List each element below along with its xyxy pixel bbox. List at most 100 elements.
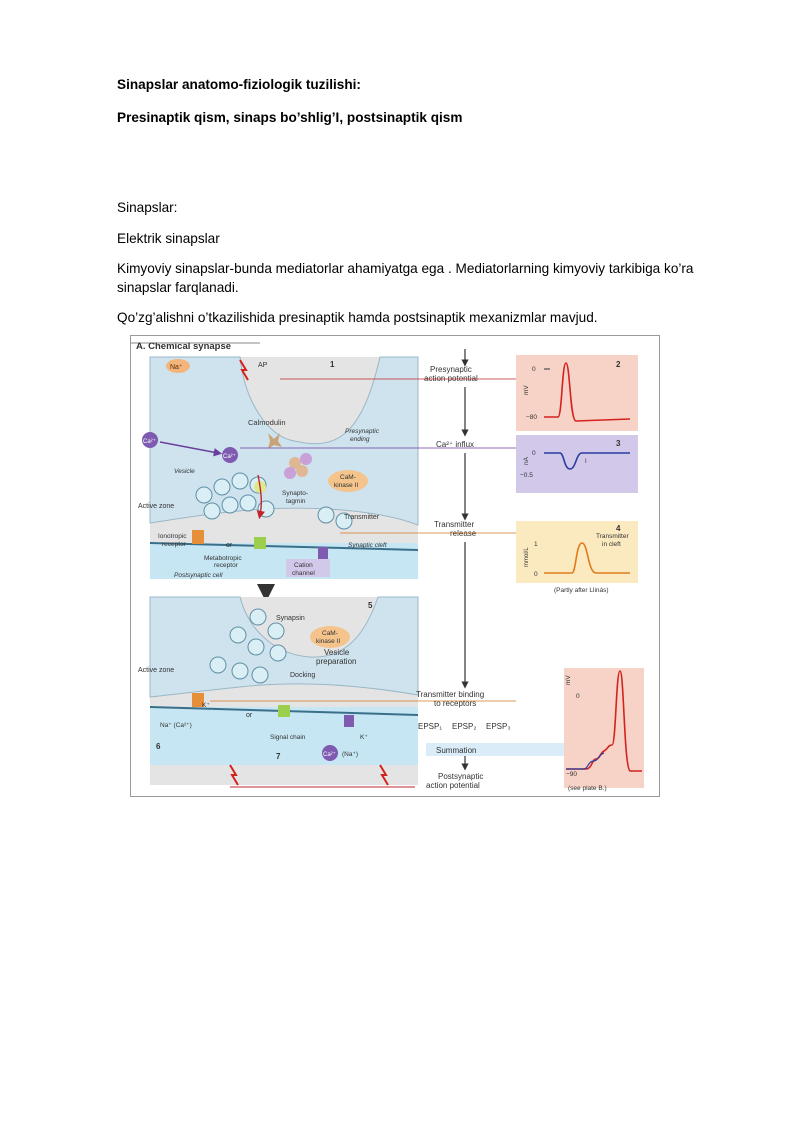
postsynaptic-membrane	[149, 542, 419, 551]
cation-channel-shape	[318, 547, 328, 559]
label-presynaptic-ending-1: Presynaptic	[345, 428, 380, 435]
label-vesicle-prep-2: preparation	[316, 657, 356, 666]
g4-credit: (Partly after Llinás)	[554, 587, 609, 594]
ca-ion-center	[222, 447, 238, 463]
label-active-zone-lower: Active zone	[138, 667, 174, 674]
label-transmitter: Transmitter	[344, 514, 380, 521]
g3-unit: nA	[523, 456, 530, 465]
g4-unit: mmol/L	[524, 547, 530, 567]
label-k-left: K⁺	[202, 702, 210, 709]
metabotropic-receptor-shape	[254, 537, 266, 549]
g2-bottom: −80	[526, 414, 537, 421]
label-ionotropic-2: receptor	[162, 541, 187, 548]
g3-top: 0	[532, 450, 536, 457]
camk-badge-lower	[310, 626, 350, 648]
label-metabotropic-1: Metabotropic	[204, 555, 242, 562]
ca-ion-left	[142, 432, 158, 448]
label-ca-center: Ca²⁺	[223, 453, 236, 460]
paragraph-chemical-line2: sinapslar farqlanadi.	[117, 280, 239, 295]
g5-top: 0	[576, 693, 580, 700]
figure-title: A. Chemical synapse	[136, 341, 231, 352]
number-5: 5	[368, 601, 373, 610]
label-vesicle: Vesicle	[174, 468, 195, 475]
vesicles-lower	[209, 608, 287, 684]
label-cation-1: Cation	[294, 562, 313, 569]
label-synaptic-cleft: Synaptic cleft	[348, 542, 388, 549]
heading-parts: Presinaptik qism, sinaps bo’shlig’I, pos…	[117, 110, 463, 125]
number-2: 2	[616, 360, 621, 369]
label-camk-1: CaM-	[340, 474, 356, 481]
label-ca-na: (Na⁺)	[342, 751, 358, 758]
graph-transmitter: 4 Transmitter in cleft mmol/L 1 0	[516, 521, 638, 583]
flow-ca-influx: Ca²⁺ influx	[436, 440, 474, 449]
lightning-icon-lower-left	[229, 764, 239, 786]
chemical-synapse-figure: A. Chemical synapse Na⁺ AP 1 Ca²⁺ Ca²⁺ C…	[130, 335, 660, 797]
label-or-upper: or	[226, 542, 233, 549]
release-arrow	[256, 474, 265, 520]
paragraph-electric: Elektrik sinapslar	[117, 231, 220, 246]
paragraph-synapses: Sinapslar:	[117, 200, 178, 215]
g4-bottom: 0	[534, 571, 538, 578]
label-calmodulin: Calmodulin	[248, 418, 286, 427]
label-synaptotagmin-2: tagmin	[286, 498, 306, 505]
label-na: Na⁺	[170, 363, 183, 371]
flow-tr-binding-2: to receptors	[434, 699, 476, 708]
ionotropic-receptor-shape	[192, 530, 204, 544]
number-6: 6	[156, 742, 161, 751]
flow-tr-release-2: release	[450, 529, 477, 538]
lightning-icon	[239, 359, 249, 381]
vesicles-upper	[195, 472, 353, 530]
g4-label-2: in cleft	[602, 541, 621, 548]
paragraph-mechanisms: Qo’zg’alishni o’tkazilishida presinaptik…	[117, 310, 598, 325]
paragraph-chemical-line1: Kimyoviy sinapslar-bunda mediatorlar aha…	[117, 261, 694, 276]
flow-tr-binding-1: Transmitter binding	[416, 690, 484, 699]
calmodulin-complex	[284, 453, 312, 479]
label-or-lower: or	[246, 712, 253, 719]
label-presynaptic-ending-2: ending	[350, 436, 370, 443]
flow-postsyn-ap-2: action potential	[426, 781, 480, 790]
label-cation-2: channel	[292, 570, 315, 577]
g2-unit: mV	[523, 385, 530, 395]
ca-ion-lower	[322, 745, 338, 761]
number-3: 3	[616, 439, 621, 448]
na-ion-upper	[166, 359, 190, 373]
number-4: 4	[616, 524, 621, 533]
label-camk-lower-1: CaM-	[322, 630, 338, 637]
g2-top: 0	[532, 366, 536, 373]
calmodulin-shape	[268, 433, 282, 449]
graph-ca-current: 3 nA 0 −0.5 I	[516, 435, 638, 493]
flow-tr-release-1: Transmitter	[434, 520, 474, 529]
metabotropic-lower	[278, 705, 290, 717]
g4-label-1: Transmitter	[596, 533, 629, 540]
label-k-right: K⁺	[360, 734, 368, 741]
number-7: 7	[276, 752, 281, 761]
heading-anatomy: Sinapslar anatomo-fiziologik tuzilishi:	[117, 77, 361, 92]
g3-curve-label: I	[585, 459, 587, 465]
label-active-zone-upper: Active zone	[138, 503, 174, 510]
flow-epsp1: EPSP₁	[418, 722, 442, 731]
cation-channel-lower	[344, 715, 354, 727]
label-synapsin: Synapsin	[276, 615, 305, 622]
label-vesicle-prep-1: Vesicle	[324, 648, 350, 657]
g5-bottom: −90	[566, 771, 577, 778]
label-camk-2: kinase II	[334, 482, 358, 489]
postsynaptic-cell	[150, 543, 418, 579]
graph-postsynaptic: mV 0 −90 (see plate B.)	[564, 668, 644, 792]
flow-epsp2: EPSP₂	[452, 722, 476, 731]
number-1: 1	[330, 360, 335, 369]
label-metabotropic-2: receptor	[214, 562, 239, 569]
flow-column: Presynaptic action potential Ca²⁺ influx…	[416, 349, 566, 790]
label-postsynaptic-cell: Postsynaptic cell	[174, 572, 223, 579]
g5-credit: (see plate B.)	[568, 785, 607, 792]
camk-badge-upper	[328, 470, 368, 492]
label-ca-left: Ca²⁺	[143, 438, 156, 445]
label-camk-lower-2: kinase II	[316, 638, 340, 645]
label-docking: Docking	[290, 672, 315, 679]
g5-unit: mV	[565, 675, 572, 685]
label-ap: AP	[258, 362, 268, 369]
g3-bottom: −0.5	[520, 472, 533, 479]
cation-channel-badge	[286, 559, 330, 577]
label-na-ca: Na⁺ (Ca²⁺)	[160, 722, 192, 729]
label-ionotropic-1: Ionotropic	[158, 533, 187, 540]
flow-epsp3: EPSP₃	[486, 722, 511, 731]
